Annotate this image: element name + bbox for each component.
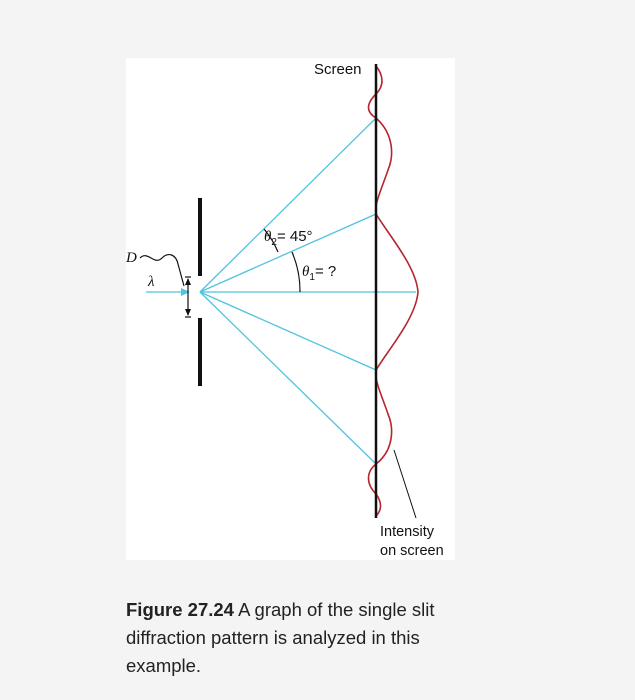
theta2-arc <box>263 228 279 253</box>
ray-top <box>199 117 377 293</box>
intensity-label-line2: on screen <box>380 543 444 559</box>
diffraction-diagram: Screen θ2= 45° θ1= ? D λ Intensity on sc… <box>126 61 444 559</box>
slit-width-label: D <box>126 250 137 266</box>
screen-label: Screen <box>314 61 362 78</box>
wavelength-label: λ <box>147 274 155 290</box>
ray-upper <box>199 213 377 293</box>
caption-figure-number: Figure 27.24 <box>126 599 234 620</box>
ray-lower <box>199 291 377 371</box>
theta1-arc <box>291 251 301 293</box>
theta1-label: θ1= ? <box>302 263 336 283</box>
ray-bottom <box>199 291 377 465</box>
ray-group <box>146 117 416 465</box>
figure-caption: Figure 27.24 A graph of the single slit … <box>126 596 466 680</box>
theta2-label: θ2= 45° <box>264 228 313 248</box>
caption-text: A graph of the single slit diffraction p… <box>126 599 435 676</box>
intensity-curve <box>367 65 419 517</box>
intensity-pointer <box>393 449 417 519</box>
diffraction-figure: Screen θ2= 45° θ1= ? D λ Intensity on sc… <box>126 58 455 560</box>
incident-arrowhead <box>181 288 190 296</box>
intensity-label-line1: Intensity <box>380 524 435 540</box>
